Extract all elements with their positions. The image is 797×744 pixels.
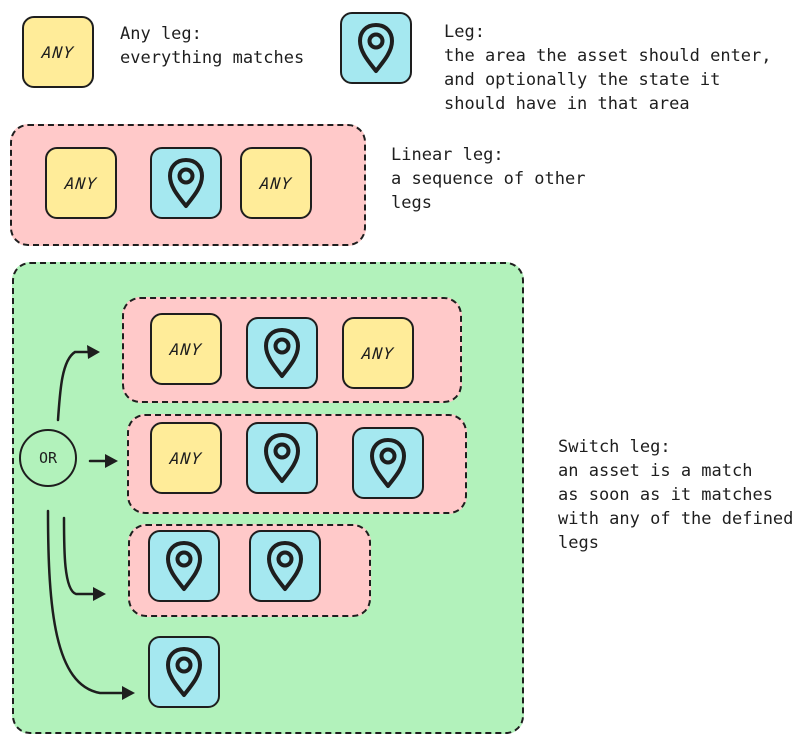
map-pin-icon — [267, 541, 303, 591]
any-label: ANY — [259, 173, 293, 193]
or-label: OR — [38, 449, 58, 467]
any-label: ANY — [169, 448, 203, 468]
switch-row-2-tile-2 — [246, 422, 318, 494]
map-pin-icon — [370, 438, 406, 488]
switch-row-4-tile-1 — [148, 636, 220, 708]
any-label: ANY — [361, 343, 395, 363]
or-node: OR — [19, 429, 77, 487]
switch-row-2-tile-1: ANY — [150, 422, 222, 494]
linear-tile-leg — [150, 147, 222, 219]
map-pin-icon — [358, 23, 394, 73]
linear-tile-any-2: ANY — [240, 147, 312, 219]
leg-description: Leg: the area the asset should enter, an… — [444, 22, 772, 114]
linear-leg-description: Linear leg: a sequence of other legs — [391, 145, 586, 213]
switch-row-3-tile-2 — [249, 530, 321, 602]
any-label: ANY — [64, 173, 98, 193]
linear-tile-any-1: ANY — [45, 147, 117, 219]
map-pin-icon — [168, 158, 204, 208]
any-leg-legend-tile: ANY — [22, 16, 94, 88]
map-pin-icon — [166, 541, 202, 591]
map-pin-icon — [264, 433, 300, 483]
switch-row-2-tile-3 — [352, 427, 424, 499]
any-leg-description: Any leg: everything matches — [120, 24, 305, 68]
switch-leg-description: Switch leg: an asset is a match as soon … — [558, 437, 794, 553]
any-label: ANY — [169, 339, 203, 359]
switch-row-1-tile-1: ANY — [150, 313, 222, 385]
any-label: ANY — [41, 42, 75, 62]
map-pin-icon — [166, 647, 202, 697]
switch-row-1-tile-2 — [246, 317, 318, 389]
switch-row-3-tile-1 — [148, 530, 220, 602]
map-pin-icon — [264, 328, 300, 378]
leg-legend-tile — [340, 12, 412, 84]
switch-row-1-tile-3: ANY — [342, 317, 414, 389]
